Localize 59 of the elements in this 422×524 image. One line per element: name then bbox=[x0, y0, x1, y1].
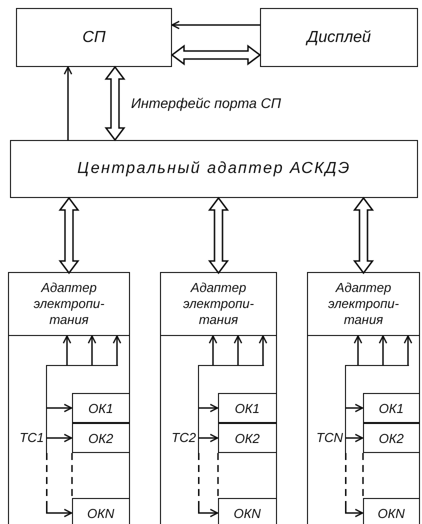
node-text: Адаптер электропи- тания bbox=[182, 280, 255, 328]
terminal-box bbox=[362, 423, 419, 453]
arrow bbox=[88, 335, 96, 365]
arrow bbox=[258, 335, 268, 365]
terminal-box bbox=[362, 393, 419, 423]
bus-label: ТСN bbox=[316, 430, 343, 445]
arrow bbox=[198, 434, 218, 442]
adapter-box bbox=[10, 140, 418, 198]
edge-label: Интерфейс порта СП bbox=[131, 94, 281, 110]
arrow bbox=[208, 335, 218, 365]
arrow bbox=[62, 335, 72, 365]
node-text: ОКN bbox=[87, 506, 114, 521]
arrow bbox=[64, 66, 72, 140]
terminal-box bbox=[218, 498, 276, 524]
arrow bbox=[346, 404, 364, 412]
terminal-box bbox=[362, 498, 419, 524]
arrow bbox=[46, 434, 72, 442]
terminal-box bbox=[72, 423, 129, 453]
double-arrow bbox=[208, 196, 229, 274]
arrow bbox=[234, 335, 242, 365]
node-text: ОК1 bbox=[88, 400, 114, 416]
arrow bbox=[198, 404, 218, 412]
arrow bbox=[345, 453, 364, 518]
terminal-box bbox=[218, 393, 276, 423]
double-arrow bbox=[58, 196, 80, 274]
arrow bbox=[346, 434, 364, 442]
double-arrow bbox=[170, 44, 262, 66]
node-text: Адаптер электропи- тания bbox=[327, 280, 400, 328]
arrow bbox=[404, 335, 412, 365]
bus-label: ТС2 bbox=[171, 430, 196, 445]
node-text: ОК2 bbox=[88, 430, 114, 446]
node-text: ОК1 bbox=[378, 400, 404, 416]
double-arrow bbox=[353, 196, 374, 274]
node-text: ОК1 bbox=[234, 400, 260, 416]
terminal-box bbox=[72, 498, 129, 524]
node-text: ОКN bbox=[378, 506, 405, 521]
double-arrow bbox=[104, 66, 126, 142]
arrow bbox=[171, 20, 260, 30]
block-box bbox=[260, 8, 418, 67]
node-text: ОК2 bbox=[378, 430, 404, 446]
arrow bbox=[378, 335, 388, 365]
arrow bbox=[46, 404, 72, 412]
block-box bbox=[16, 8, 172, 67]
node-text: ОКN bbox=[234, 506, 261, 521]
arrow bbox=[112, 335, 122, 365]
bus-label: ТС1 bbox=[19, 430, 44, 445]
rack-frame bbox=[160, 272, 277, 524]
rack-frame bbox=[307, 272, 420, 524]
node-text: Адаптер электропи- тания bbox=[32, 280, 106, 328]
terminal-box bbox=[218, 423, 276, 453]
arrow bbox=[354, 335, 362, 365]
node-text: СП bbox=[82, 28, 106, 46]
arrow bbox=[198, 453, 218, 518]
node-text: Центральный адаптер АСКДЭ bbox=[77, 160, 351, 178]
terminal-box bbox=[72, 393, 129, 423]
arrow bbox=[46, 453, 72, 518]
rack-frame bbox=[8, 272, 130, 524]
node-text: ОК2 bbox=[234, 430, 260, 446]
node-text: Дисплей bbox=[307, 28, 371, 46]
